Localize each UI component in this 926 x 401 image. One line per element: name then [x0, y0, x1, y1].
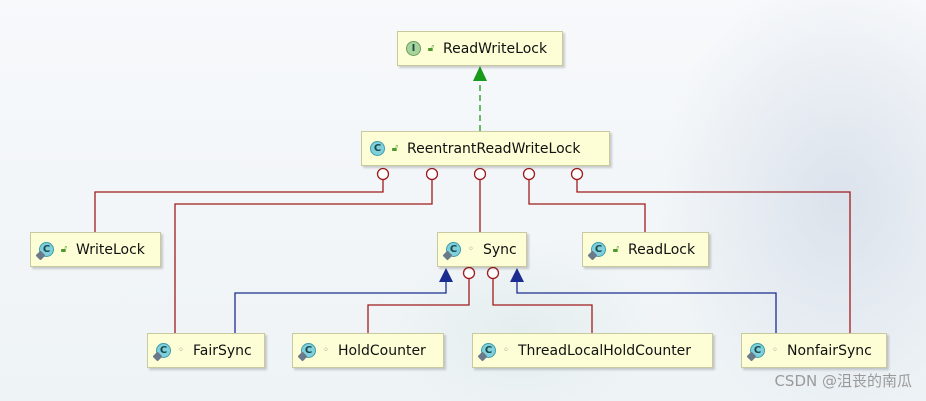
class-icon: C [370, 141, 385, 156]
node-reentrantreadwritelock[interactable]: C 🔓︎ ReentrantReadWriteLock [361, 131, 610, 166]
node-fairsync[interactable]: C ◦ FairSync [147, 333, 265, 368]
inner-class-icon: C [591, 242, 606, 257]
node-label: ReadLock [628, 241, 696, 258]
public-lock-icon: 🔓︎ [391, 143, 399, 154]
node-nonfairsync[interactable]: C ◦ NonfairSync [741, 333, 887, 368]
edge-implements-arrowhead [473, 66, 487, 81]
node-label: WriteLock [76, 241, 145, 258]
inner-marker-writelock [376, 167, 390, 181]
inner-class-icon: C [481, 343, 496, 358]
edge-inner-fairsync [174, 179, 433, 333]
extends-arrowhead-nonfairsync [510, 268, 524, 282]
package-private-dot-icon: ◦ [178, 345, 184, 356]
node-sync[interactable]: C ◦ Sync [437, 232, 527, 267]
node-label: ReadWriteLock [443, 40, 548, 57]
extends-arrowhead-fairsync [439, 268, 453, 282]
watermark-text: CSDN @沮丧的南瓜 [774, 372, 912, 390]
node-holdcounter[interactable]: C ◦ HoldCounter [292, 333, 444, 368]
package-private-dot-icon: ◦ [323, 345, 329, 356]
node-label: ReentrantReadWriteLock [407, 140, 581, 157]
inner-marker-holdcounter [462, 266, 476, 280]
node-label: FairSync [193, 342, 252, 359]
node-label: ThreadLocalHoldCounter [518, 342, 692, 359]
node-writelock[interactable]: C 🔓︎ WriteLock [30, 232, 161, 267]
inner-class-icon: C [39, 242, 54, 257]
package-private-dot-icon: ◦ [468, 244, 474, 255]
inner-marker-fairsync [425, 167, 439, 181]
node-label: HoldCounter [338, 342, 426, 359]
inner-class-icon: C [301, 343, 316, 358]
edge-inner-writelock [94, 179, 384, 232]
edge-extends-nonfairsync [516, 282, 777, 333]
public-lock-icon: 🔓︎ [60, 244, 68, 255]
edge-extends-fairsync [234, 282, 447, 333]
abstract-inner-class-icon: C [446, 242, 461, 257]
package-private-dot-icon: ◦ [503, 345, 509, 356]
inner-marker-readlock [522, 167, 536, 181]
inner-marker-nonfairsync [570, 167, 584, 181]
interface-icon: I [406, 41, 421, 56]
inner-class-icon: C [750, 343, 765, 358]
public-lock-icon: 🔓︎ [427, 43, 435, 54]
node-label: Sync [483, 241, 517, 258]
node-label: NonfairSync [787, 342, 872, 359]
edge-inner-threadlocalholdcounter [492, 278, 593, 333]
inner-class-icon: C [156, 343, 171, 358]
node-readwritelock[interactable]: I 🔓︎ ReadWriteLock [397, 31, 563, 66]
inner-marker-sync [473, 167, 487, 181]
node-threadlocalholdcounter[interactable]: C ◦ ThreadLocalHoldCounter [472, 333, 713, 368]
edge-inner-nonfairsync [576, 179, 851, 333]
edge-inner-readlock [528, 179, 646, 232]
edge-inner-holdcounter [367, 278, 470, 333]
package-private-dot-icon: ◦ [772, 345, 778, 356]
inner-marker-threadlocalholdcounter [486, 266, 500, 280]
public-lock-icon: 🔓︎ [612, 244, 620, 255]
node-readlock[interactable]: C 🔓︎ ReadLock [582, 232, 709, 267]
